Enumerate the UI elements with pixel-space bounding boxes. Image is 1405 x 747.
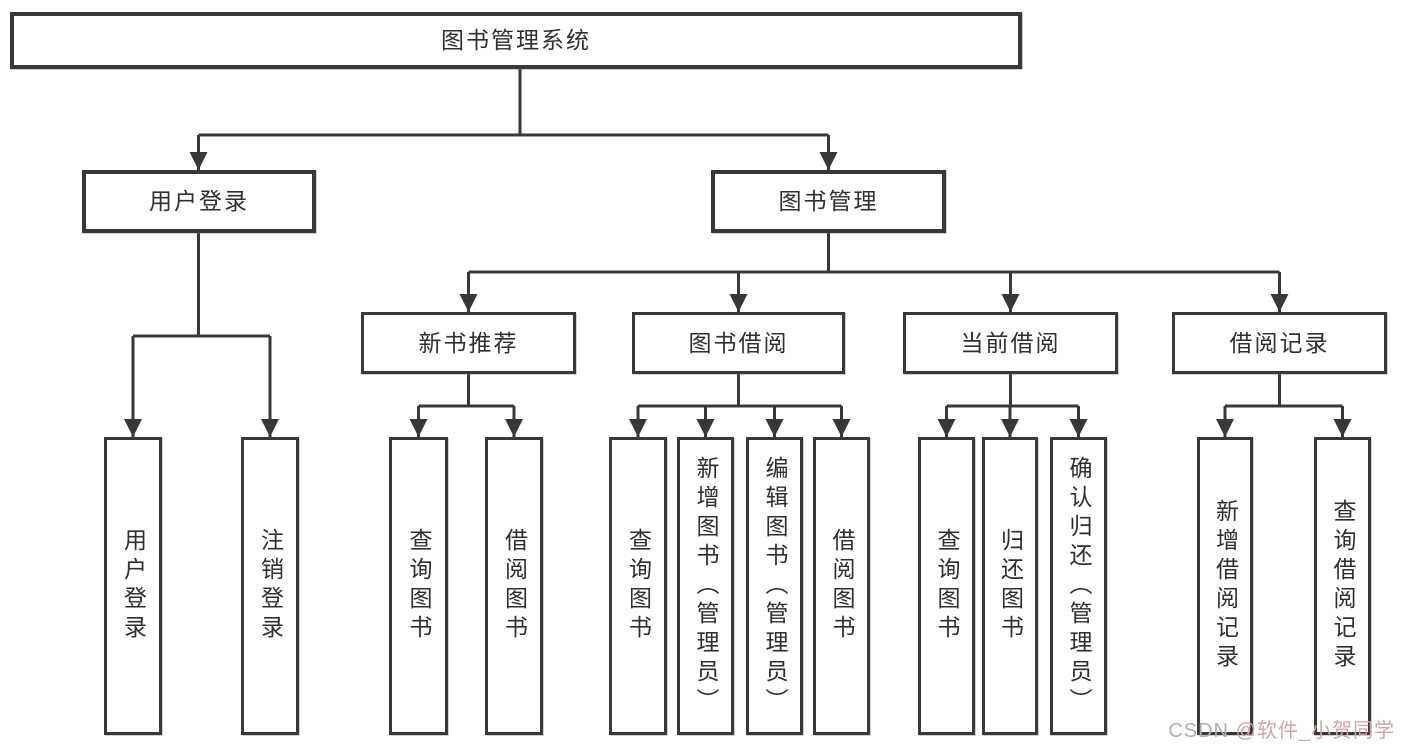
node-label-leaf-query-book-2: 查询图书: [625, 528, 652, 644]
node-leaf-borrow-book-2: 借阅图书: [813, 437, 870, 735]
node-label-user-login: 用户登录: [149, 188, 249, 214]
node-leaf-query-book-3: 查询图书: [918, 437, 975, 735]
node-leaf-edit-book-admin: 编辑图书（管理员）: [746, 437, 803, 735]
node-borrow-record: 借阅记录: [1172, 312, 1387, 374]
node-label-book-management: 图书管理: [778, 188, 879, 214]
node-label-leaf-confirm-return-admin: 确认归还（管理员）: [1066, 455, 1092, 717]
node-current-borrow: 当前借阅: [903, 312, 1118, 374]
node-label-leaf-edit-book-admin: 编辑图书（管理员）: [762, 455, 788, 717]
node-leaf-return-book: 归还图书: [982, 437, 1038, 735]
node-leaf-user-login: 用户登录: [104, 437, 162, 735]
node-leaf-confirm-return-admin: 确认归还（管理员）: [1050, 437, 1107, 735]
node-new-book-recommend: 新书推荐: [361, 312, 576, 374]
node-label-current-borrow: 当前借阅: [960, 329, 1061, 356]
node-label-leaf-query-book-1: 查询图书: [406, 528, 432, 644]
node-label-borrow-record: 借阅记录: [1229, 329, 1330, 356]
node-leaf-add-book-admin: 新增图书（管理员）: [677, 437, 734, 735]
node-leaf-query-book-2: 查询图书: [609, 437, 667, 735]
watermark: CSDN @软件_小贺同学: [1168, 714, 1395, 743]
node-label-leaf-add-borrow-record: 新增借阅记录: [1212, 499, 1239, 673]
node-label-leaf-user-login: 用户登录: [120, 528, 147, 644]
node-label-leaf-query-book-3: 查询图书: [934, 528, 960, 644]
node-leaf-query-borrow-record: 查询借阅记录: [1314, 437, 1371, 735]
node-label-leaf-logout: 注销登录: [257, 528, 284, 644]
node-leaf-query-book-1: 查询图书: [389, 437, 448, 735]
node-label-leaf-add-book-admin: 新增图书（管理员）: [693, 455, 719, 717]
node-label-book-borrow: 图书借阅: [688, 329, 789, 356]
node-user-login: 用户登录: [82, 170, 316, 233]
node-label-new-book-recommend: 新书推荐: [418, 329, 519, 356]
node-book-management: 图书管理: [711, 170, 946, 233]
node-book-borrow: 图书借阅: [632, 312, 845, 374]
node-leaf-logout: 注销登录: [241, 437, 299, 735]
node-label-leaf-borrow-book-1: 借阅图书: [501, 528, 528, 644]
node-root: 图书管理系统: [10, 12, 1022, 69]
node-label-root: 图书管理系统: [441, 27, 591, 53]
watermark-handle: @软件_小贺同学: [1235, 720, 1395, 742]
node-label-leaf-borrow-book-2: 借阅图书: [829, 528, 855, 644]
node-label-leaf-query-borrow-record: 查询借阅记录: [1330, 499, 1356, 673]
node-label-leaf-return-book: 归还图书: [997, 528, 1024, 644]
watermark-prefix: CSDN: [1168, 720, 1236, 742]
node-leaf-borrow-book-1: 借阅图书: [485, 437, 543, 735]
node-leaf-add-borrow-record: 新增借阅记录: [1197, 437, 1253, 735]
